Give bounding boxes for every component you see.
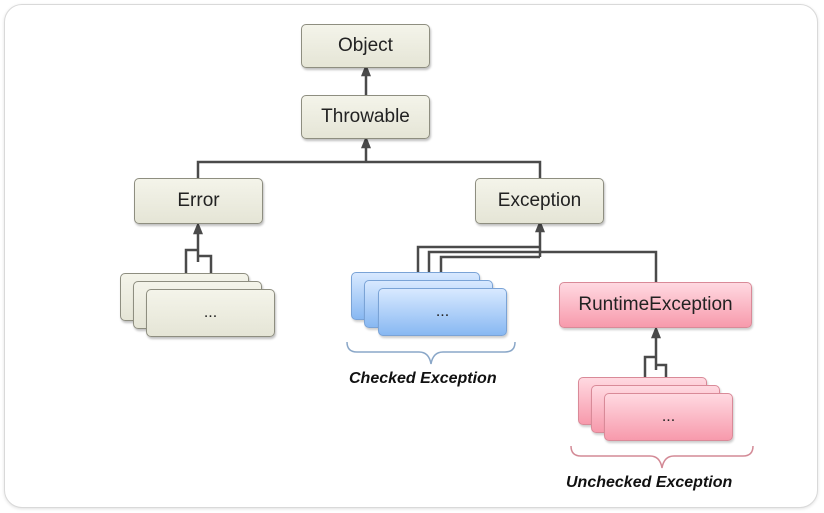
node-unchecked-children: ... [604,393,733,441]
node-exception: Exception [475,178,604,224]
node-runtime-exception: RuntimeException [559,282,752,328]
node-checked-children: ... [378,288,507,336]
checked-brace [346,341,516,365]
node-object: Object [301,24,430,68]
caption-checked-exception: Checked Exception [349,370,497,387]
edge-error-child-1 [184,248,198,275]
edge-error-throwable [196,160,366,178]
unchecked-brace [570,445,754,469]
node-error: Error [134,178,263,224]
edge-unchecked-child-1 [643,355,656,377]
edge-exception-throwable [366,160,542,178]
edge-checked-child-1 [416,245,540,272]
edge-runtime-exception [540,250,658,282]
node-error-children: ... [146,289,275,337]
edge-checked-child-2 [427,250,540,280]
node-throwable: Throwable [301,95,430,139]
caption-unchecked-exception: Unchecked Exception [566,474,733,491]
